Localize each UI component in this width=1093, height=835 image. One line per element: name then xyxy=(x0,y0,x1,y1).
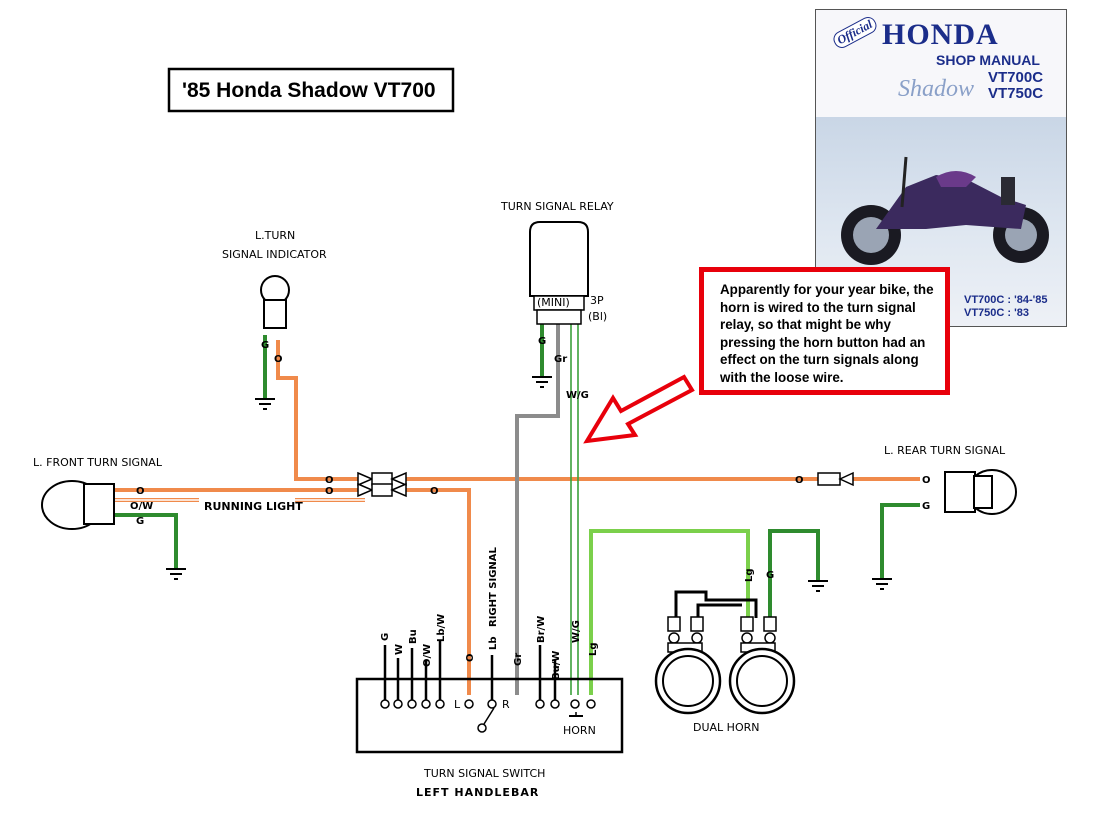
wire-label-o-to-switch: O xyxy=(430,486,439,497)
wire-label-lg-horn: Lg xyxy=(744,568,755,582)
callout-arrow xyxy=(583,374,695,444)
horn-label: HORN xyxy=(563,724,596,737)
wire-label-wg-switch: W/G xyxy=(571,620,582,643)
wire-label-gr-relay: Gr xyxy=(554,354,567,365)
manual-script-logo: Shadow xyxy=(898,76,975,102)
manual-brand: HONDA xyxy=(882,18,999,51)
relay-label: TURN SIGNAL RELAY xyxy=(500,200,614,213)
light-green-wire xyxy=(589,529,750,695)
ground-symbols xyxy=(166,376,892,592)
ground-symbol-rear xyxy=(872,578,892,590)
switch-r-label: R xyxy=(502,698,510,711)
callout-note: Apparently for your year bike, the horn … xyxy=(699,267,950,395)
relay-3p-label: 3P xyxy=(590,294,604,307)
manual-model-2: VT750C xyxy=(988,85,1044,102)
turn-signal-indicator: L.TURN SIGNAL INDICATOR xyxy=(222,229,327,329)
rear-turn-signal: L. REAR TURN SIGNAL xyxy=(884,444,1017,515)
relay-bi-label: (Bl) xyxy=(588,310,607,323)
manual-model-1: VT700C xyxy=(988,69,1044,86)
wire-label-ow-front: O/W xyxy=(130,501,153,512)
ground-symbol-front xyxy=(166,568,186,580)
wire-label-lg-switch: Lg xyxy=(588,642,599,656)
indicator-label-1: L.TURN xyxy=(255,229,295,242)
rear-connector xyxy=(817,471,854,487)
wire-label-g-front: G xyxy=(136,516,144,527)
wire-label-o-rear: O xyxy=(922,475,931,486)
wire-label-bu-switch: Bu xyxy=(408,629,419,644)
wire-label-brw-switch: Br/W xyxy=(536,616,547,643)
turn-signal-switch: L R HORN TURN SIGNAL SWITCH LEFT HANDLEB… xyxy=(355,640,624,799)
handlebar-label: LEFT HANDLEBAR xyxy=(416,786,539,799)
wire-label-g-horn: G xyxy=(766,570,774,581)
front-connector xyxy=(357,471,407,498)
title-box: '85 Honda Shadow VT700 xyxy=(167,67,455,113)
wire-label-g-rear: G xyxy=(922,501,930,512)
wire-label-wg-relay: W/G xyxy=(566,390,589,401)
wire-label-o-conn-top: O xyxy=(325,475,334,486)
wire-code-labels: G O G Gr W/G O O/W G RUNNING LIGHT O O O… xyxy=(130,336,931,680)
manual-years-2: VT750C : '83 xyxy=(964,307,1029,319)
dual-horn-label: DUAL HORN xyxy=(693,721,759,734)
wire-label-o-switch: O xyxy=(465,653,476,662)
manual-years-1: VT700C : '84-'85 xyxy=(964,294,1048,306)
wire-label-o-rear-conn: O xyxy=(795,475,804,486)
wire-label-ow-switch: O/W xyxy=(422,644,433,667)
switch-label: TURN SIGNAL SWITCH xyxy=(423,767,545,780)
front-turn-signal: L. FRONT TURN SIGNAL xyxy=(33,456,163,530)
wire-label-g-indicator: G xyxy=(261,340,269,351)
running-light-label: RUNNING LIGHT xyxy=(204,500,303,513)
ground-symbol-indicator xyxy=(255,398,275,410)
right-signal-label: RIGHT SIGNAL xyxy=(488,546,499,627)
wire-label-buw-switch: Bu/W xyxy=(551,651,562,680)
wire-label-lbw-switch: Lb/W xyxy=(436,614,447,642)
orange-wires xyxy=(113,340,920,695)
wire-label-g-switch: G xyxy=(380,633,391,641)
white-green-wire xyxy=(570,324,579,695)
running-light-wire xyxy=(113,494,365,506)
rear-signal-label: L. REAR TURN SIGNAL xyxy=(884,444,1006,457)
wire-label-g-relay: G xyxy=(538,336,546,347)
relay-mini-label: (MINI) xyxy=(537,296,570,309)
wire-label-gr-switch: Gr xyxy=(513,653,524,666)
wire-label-lb-switch: Lb xyxy=(488,636,499,650)
ground-symbol-relay xyxy=(532,376,552,388)
turn-signal-relay: TURN SIGNAL RELAY (MINI) 3P (Bl) xyxy=(500,200,614,325)
wire-label-o-indicator: O xyxy=(274,354,283,365)
motorcycle-icon xyxy=(841,156,1049,265)
front-signal-label: L. FRONT TURN SIGNAL xyxy=(33,456,163,469)
manual-subtitle: SHOP MANUAL xyxy=(936,52,1040,68)
wire-label-w-switch: W xyxy=(394,644,405,655)
manual-years: VT700C : '84-'85 VT750C : '83 xyxy=(964,294,1048,320)
wire-label-o-front: O xyxy=(136,486,145,497)
diagram-title: '85 Honda Shadow VT700 xyxy=(182,79,436,102)
dual-horn: DUAL HORN xyxy=(654,590,796,734)
green-ground-wires xyxy=(113,324,920,618)
gray-wire xyxy=(515,324,560,695)
manual-models: VT700C VT750C xyxy=(988,70,1043,102)
indicator-label-2: SIGNAL INDICATOR xyxy=(222,248,327,261)
switch-l-label: L xyxy=(454,698,461,711)
ground-symbol-horn xyxy=(808,580,828,592)
wire-label-o-conn-bottom: O xyxy=(325,486,334,497)
